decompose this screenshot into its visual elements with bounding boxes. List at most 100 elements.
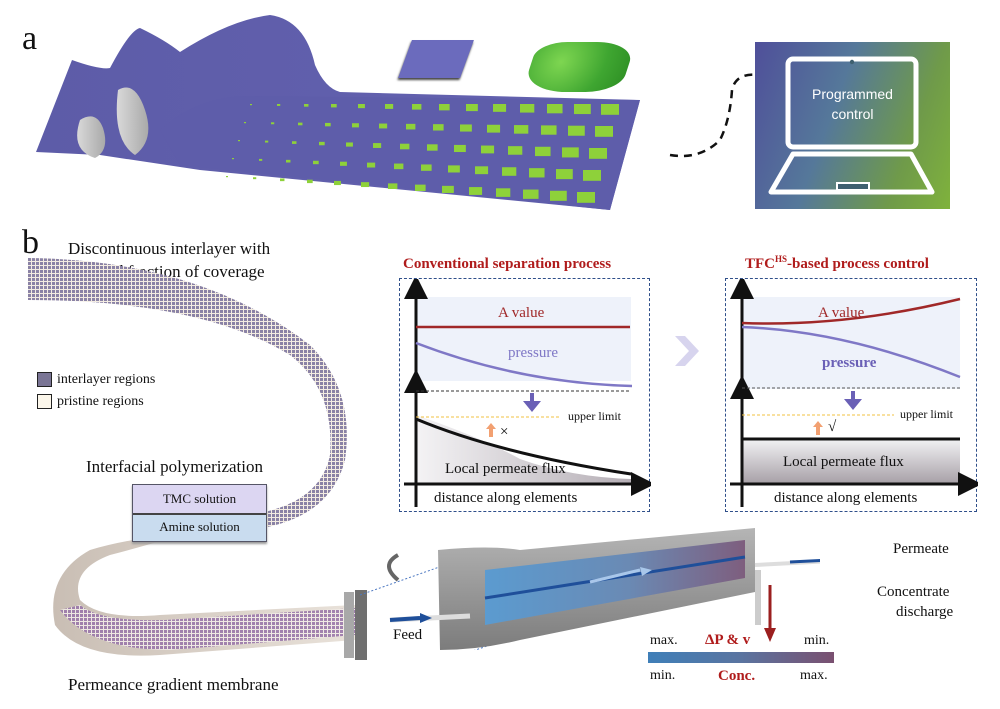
ip-title: Interfacial polymerization [86,457,263,476]
interlayer-patch [466,104,478,112]
interlayer-patch [487,124,501,133]
interlayer-patch [460,124,472,132]
interlayer-patch [307,179,313,184]
scale-bottom-right: max. [800,668,828,683]
interlayer-patch [415,184,426,191]
conv-fail-mark: × [500,424,509,440]
interlayer-patch [244,122,246,124]
scale-top-title: ΔP & v [705,632,751,648]
interlayer-patch [379,123,388,129]
interlayer-patch [469,187,483,195]
legend-swatch-pristine [37,394,52,410]
a-value-curve [741,297,961,325]
interlayer-patch [361,182,370,188]
rotate-arrow-icon [387,553,400,582]
interlayer-patch [226,176,228,178]
interlayer-patch [601,104,619,115]
panel-a-label: a [22,20,38,57]
interlayer-patch [385,104,394,109]
interlayer-patch [271,122,275,125]
interlayer-patch [352,123,359,128]
tfc-title: TFCHS-based process control [745,255,929,273]
scale-top-left: max. [650,633,678,648]
interlayer-patch [253,177,257,180]
interlayer-patch [280,178,285,182]
interlayer-patch [481,145,495,154]
solution-tank: TMC solution Amine solution [132,484,267,542]
interlayer-patch [442,185,454,193]
legend-label-interlayer: interlayer regions [57,372,156,387]
down-arrow-icon [523,393,541,412]
interlayer-patch [427,144,438,151]
interlayer-patch [550,190,567,201]
tfc-title-prefix: TFC [745,256,775,272]
legend-pristine: pristine regions [37,394,144,410]
conv-a-value-label: A value [498,305,545,321]
interlayer-patch [400,143,410,150]
interlayer-patch [373,143,382,148]
interlayer-patch [535,146,551,157]
interlayer-patch [412,104,422,110]
conventional-process-box: A value pressure upper limit × Local per… [399,278,651,512]
tfc-process-box: A value pressure upper limit √ Local per… [725,278,978,512]
interlayer-patch [508,146,523,155]
interlayer-patch [298,122,303,126]
panel-b-label: b [22,224,39,261]
tfc-a-value-label: A value [818,305,865,321]
interlayer-patch [574,104,591,115]
tmc-solution-layer: TMC solution [133,485,266,515]
interlayer-patch [286,159,291,163]
interlayer-patch [232,158,234,160]
interlayer-title-line1: Discontinuous interlayer with [68,239,271,258]
interlayer-patch [358,104,365,109]
interlayer-patch [529,168,545,178]
permeate-label: Permeate [893,541,949,557]
amine-solution-label: Amine solution [159,519,240,534]
laptop-text-line1: Programmed [812,86,893,102]
tfc-title-suffix: -based process control [787,256,929,272]
interlayer-patch [259,158,263,161]
tfc-flux-label: Local permeate flux [783,454,904,470]
color-scale-bar [648,652,834,663]
programmed-control-box: Programmed control [755,42,950,209]
interlayer-patch [394,163,404,170]
interlayer-patch [292,141,297,144]
permeance-gradient-title: Permeance gradient membrane [68,675,279,694]
interlayer-patch [433,124,444,131]
scale-bottom-left: min. [650,668,676,683]
interlayer-patch [388,183,398,190]
gradient-membrane-ribbon [28,258,367,660]
interlayer-patch [589,148,607,159]
tfc-x-axis-label: distance along elements [774,490,918,506]
pressure-curve [415,341,633,388]
tmc-solution-label: TMC solution [162,491,237,506]
interlayer-patch [331,104,337,108]
tfc-plot [730,279,978,507]
pressure-curve [741,325,961,379]
legend-interlayer: interlayer regions [37,372,156,388]
interlayer-patch [583,170,601,181]
feed-label: Feed [393,627,423,643]
scale-bottom-title: Conc. [718,668,756,684]
interlayer-patch [250,104,252,106]
interlayer-patch [238,140,240,142]
membrane-module [360,528,820,650]
conv-x-axis-label: distance along elements [434,490,578,506]
interlayer-patch [439,104,450,111]
conventional-title: Conventional separation process [403,256,612,272]
interlayer-patch [334,180,341,186]
conv-pressure-label: pressure [508,345,558,361]
legend-label-pristine: pristine regions [57,394,144,409]
interlayer-patch [304,104,309,107]
up-arrow-icon [486,423,496,437]
interlayer-patch [547,104,563,114]
interlayer-patch [448,165,460,173]
interlayer-patch [556,169,573,180]
interlayer-patch [367,162,376,168]
tfc-upper-limit-label: upper limit [900,407,953,421]
laptop-text-line2: control [831,106,874,122]
interlayer-patch [265,140,269,143]
conv-flux-label: Local permeate flux [445,461,566,477]
interlayer-patch [523,189,539,199]
interlayer-patch [277,104,281,106]
